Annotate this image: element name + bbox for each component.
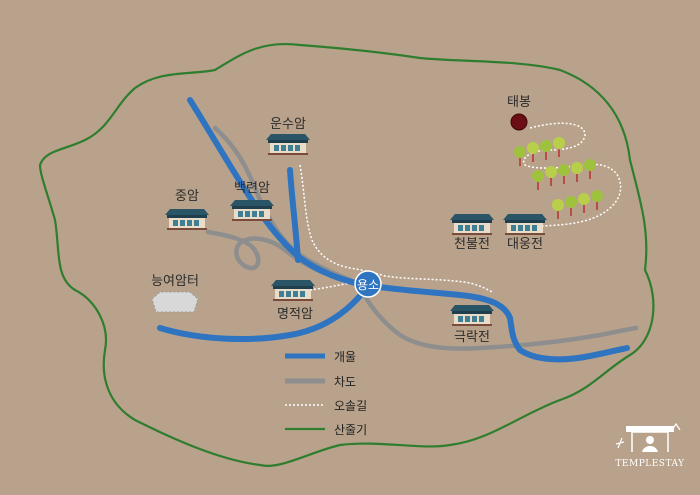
daeungjeon-label: 대웅전 xyxy=(507,237,543,252)
tree-icon xyxy=(571,162,583,182)
yongso-label: 용소 xyxy=(357,278,379,292)
tree-icon xyxy=(532,170,544,190)
ridge-line xyxy=(38,42,655,467)
templestay-brand-text: TEMPLESTAY xyxy=(615,459,685,469)
tree-icon xyxy=(527,142,539,162)
ruin-site-icon[interactable] xyxy=(151,291,199,313)
jungam-building-icon[interactable] xyxy=(165,209,209,230)
myeongjeogam-label: 명적암 xyxy=(277,307,313,322)
roads xyxy=(205,125,639,351)
tree-icon xyxy=(578,193,590,213)
tree-icon xyxy=(584,159,596,179)
geungnakjeon-label: 극락전 xyxy=(454,330,490,345)
daeungjeon-building-icon[interactable] xyxy=(503,214,547,235)
taebong-peak[interactable]: 태봉 xyxy=(507,95,531,131)
tree-icon xyxy=(540,140,552,160)
legend-road-label: 차도 xyxy=(334,375,356,389)
tree-icon xyxy=(553,137,565,157)
jungam-label: 중암 xyxy=(175,189,199,204)
temple-buildings xyxy=(165,134,547,326)
forest-trees xyxy=(514,137,603,219)
legend-trail-label: 오솔길 xyxy=(334,399,367,413)
templestay-logo: TEMPLESTAY xyxy=(615,422,685,469)
yongso-marker[interactable]: 용소 xyxy=(354,270,382,298)
legend-ridge-label: 산줄기 xyxy=(334,423,367,437)
cheonbuljeon-label: 천불전 xyxy=(454,237,490,252)
tree-icon xyxy=(545,166,557,186)
myeongjeogam-building-icon[interactable] xyxy=(271,280,315,301)
neungyeoamteo-label: 능여암터 xyxy=(151,274,199,289)
taebong-label: 태봉 xyxy=(507,95,531,110)
geungnakjeon-building-icon[interactable] xyxy=(450,305,494,326)
tree-icon xyxy=(558,164,570,184)
legend: 개울 차도 오솔길 산줄기 xyxy=(285,350,367,437)
tree-icon xyxy=(514,146,526,166)
unsuam-building-icon[interactable] xyxy=(266,134,310,155)
tree-icon xyxy=(552,199,564,219)
cheonbuljeon-building-icon[interactable] xyxy=(450,214,494,235)
tree-icon xyxy=(565,196,577,216)
unsuam-label: 운수암 xyxy=(270,117,306,132)
legend-stream-label: 개울 xyxy=(334,350,356,364)
baekryeonam-building-icon[interactable] xyxy=(230,200,274,221)
baekryeonam-label: 백련암 xyxy=(234,181,270,196)
tree-icon xyxy=(591,190,603,210)
